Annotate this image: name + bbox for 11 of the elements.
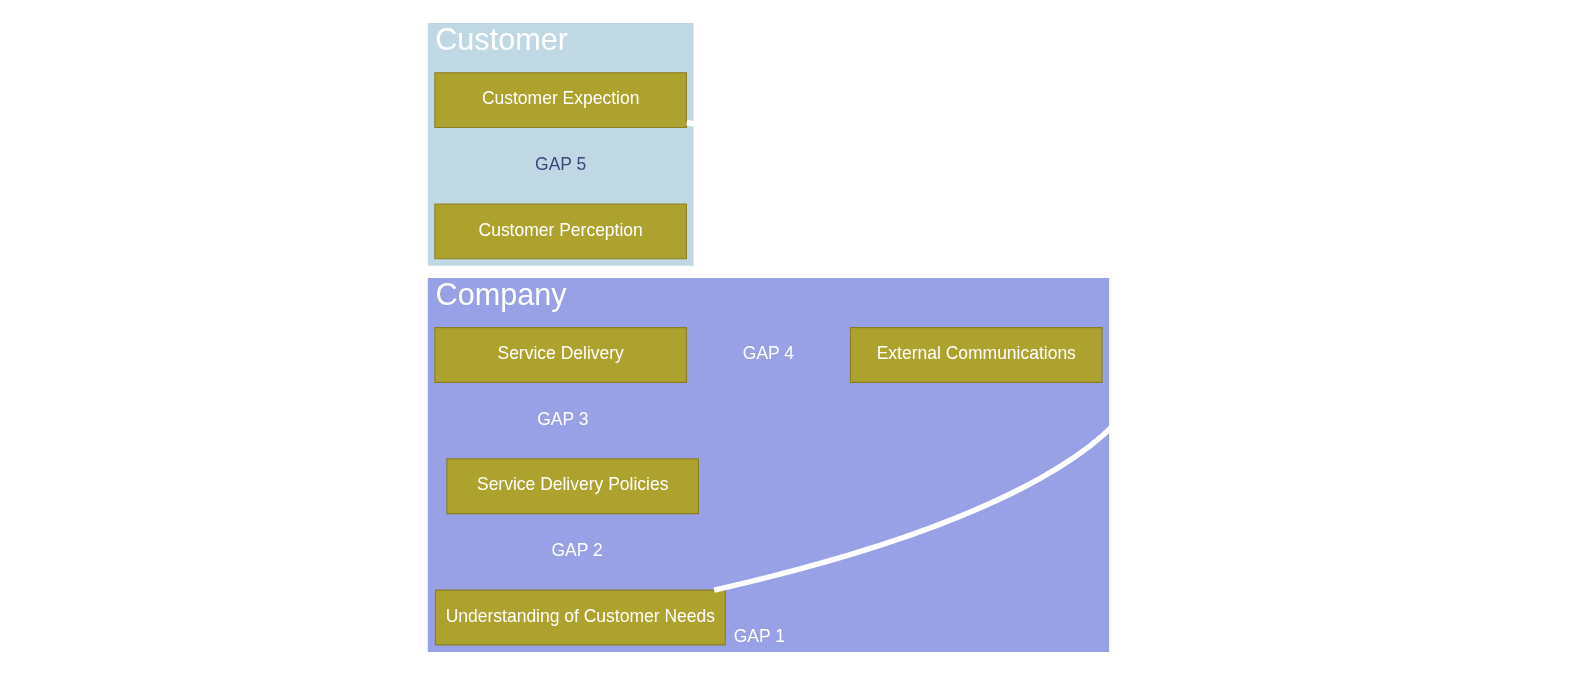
node-box: Service Delivery <box>434 327 687 383</box>
edge-label: GAP 1 <box>733 625 785 646</box>
node-box: Customer Expection <box>434 72 687 129</box>
node-box: Understanding of Customer Needs <box>434 589 726 646</box>
node-box: Customer Perception <box>434 203 687 260</box>
node-box: Service Delivery Policies <box>446 458 699 515</box>
label: GAP 5 <box>535 153 587 174</box>
label: GAP 4 <box>742 343 795 364</box>
label: GAP 2 <box>551 540 603 561</box>
node-box: External Communications <box>849 327 1103 383</box>
label: GAP 3 <box>537 408 589 429</box>
